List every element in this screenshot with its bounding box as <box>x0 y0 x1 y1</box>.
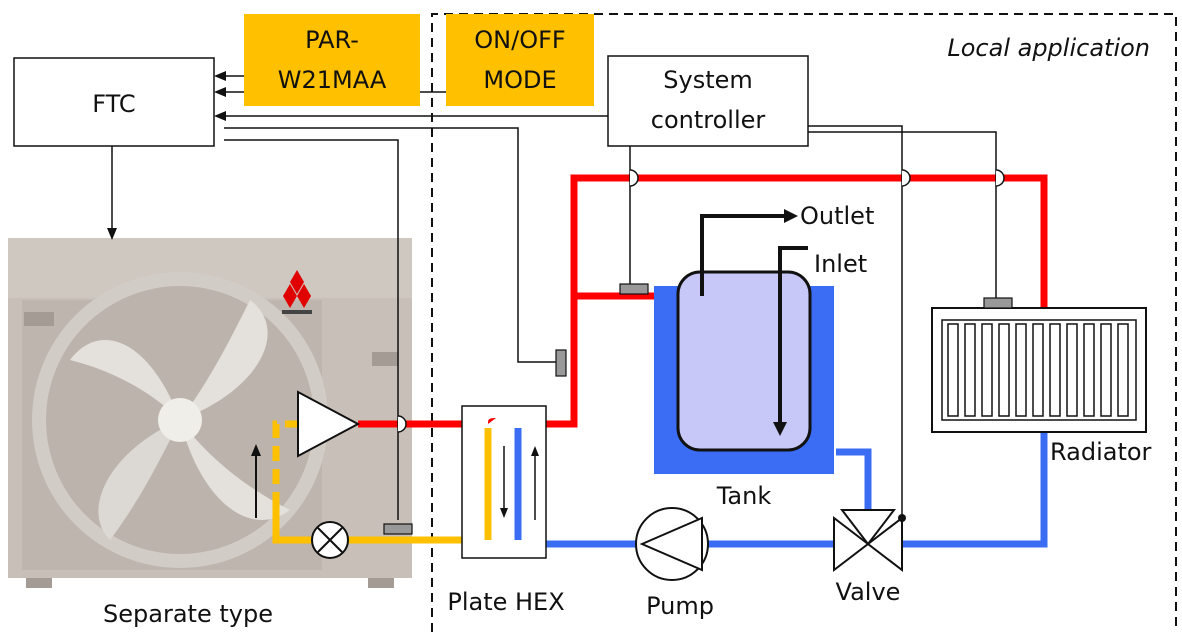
par-w21maa-box <box>244 14 420 106</box>
mitsubishi-logo <box>282 270 312 314</box>
onoff-line1: ON/OFF <box>474 26 565 54</box>
system-controller-line2: controller <box>651 106 766 134</box>
local-application-boundary <box>431 13 1177 632</box>
ftc-box <box>13 57 215 147</box>
temperature-sensors <box>383 283 1013 535</box>
par-line2: W21MAA <box>278 66 387 94</box>
wiring-arrows <box>107 71 226 240</box>
inlet-label: Inlet <box>814 250 867 278</box>
plate-hex-label: Plate HEX <box>447 588 564 616</box>
pump-icon <box>635 507 709 581</box>
tank <box>654 209 834 474</box>
local-application-label: Local application <box>947 34 1150 62</box>
hot-water-circuit <box>518 174 1048 428</box>
valve-icon <box>833 509 906 573</box>
par-line1: PAR- <box>305 26 359 54</box>
radiator <box>931 307 1147 433</box>
ftc-label: FTC <box>92 90 135 118</box>
tank-label: Tank <box>716 482 772 510</box>
system-controller-line1: System <box>663 66 753 94</box>
wire-crossovers <box>397 169 1005 433</box>
outlet-label: Outlet <box>800 202 874 230</box>
compressor-icon <box>297 390 361 458</box>
expansion-valve-icon <box>311 521 349 559</box>
system-controller-box <box>607 55 809 147</box>
radiator-label: Radiator <box>1050 438 1152 466</box>
onoff-mode-box <box>446 14 594 106</box>
plate-hex <box>461 405 547 559</box>
separate-type-label: Separate type <box>103 600 273 628</box>
valve-label: Valve <box>836 578 901 606</box>
pump-label: Pump <box>646 592 714 620</box>
onoff-line2: MODE <box>483 66 556 94</box>
outdoor-unit <box>8 238 412 588</box>
